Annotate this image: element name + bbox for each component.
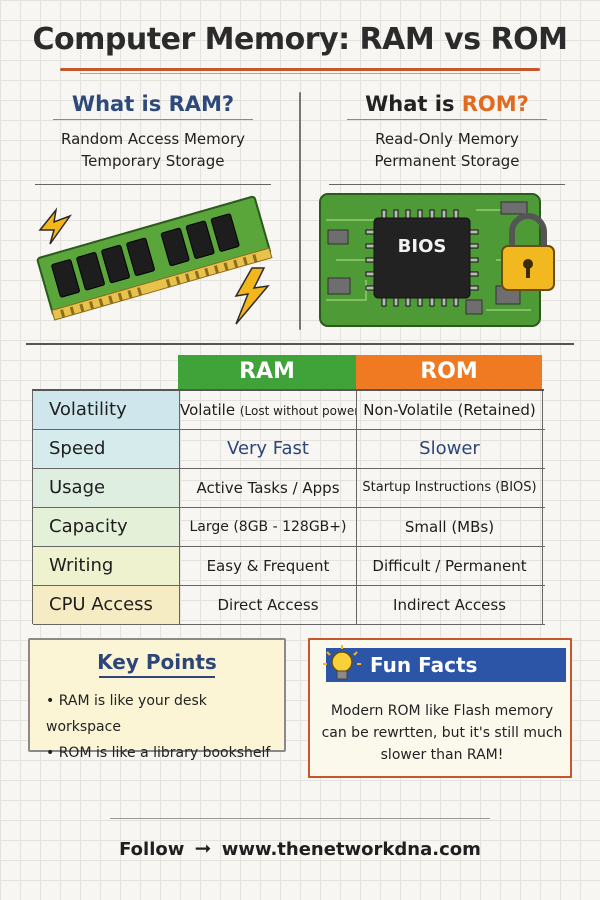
bios-chip-label: BIOS <box>398 236 447 257</box>
table-row: Capacity Large (8GB - 128GB+) Small (MBs… <box>33 508 545 547</box>
ram-rule <box>35 184 271 185</box>
lightning-icon <box>38 207 73 245</box>
table-body: Volatility Volatile (Lost without power)… <box>32 389 545 625</box>
arrow-right-icon: ➞ <box>194 836 212 860</box>
table-row: CPU Access Direct Access Indirect Access <box>33 586 545 625</box>
rom-heading: What is ROM? <box>312 92 582 116</box>
table-header-ram: RAM <box>178 355 356 389</box>
row-rom-value: Slower <box>357 430 543 468</box>
row-label: Writing <box>33 547 179 585</box>
row-label: Volatility <box>33 391 179 429</box>
row-rom-value: Small (MBs) <box>357 508 543 546</box>
rom-heading-prefix: What is <box>365 92 462 116</box>
table-row: Writing Easy & Frequent Difficult / Perm… <box>33 547 545 586</box>
rom-intro: What is ROM? Read-Only Memory Permanent … <box>312 92 582 185</box>
row-rom-value: Indirect Access <box>357 586 543 624</box>
ram-intro: What is RAM? Random Access Memory Tempor… <box>18 92 288 185</box>
title-underline-thin <box>80 73 520 74</box>
ram-heading-underline <box>53 119 253 120</box>
ram-stick-illustration <box>36 195 273 325</box>
table-row: Speed Very Fast Slower <box>33 430 545 469</box>
row-ram-value: Large (8GB - 128GB+) <box>179 508 357 546</box>
padlock-icon <box>501 213 555 291</box>
key-points-box: Key Points • RAM is like your desk works… <box>28 638 286 761</box>
key-point-item: • RAM is like your desk workspace <box>46 693 207 735</box>
section-divider-horizontal <box>26 343 574 345</box>
row-ram-value: Very Fast <box>179 430 357 468</box>
table-row: Volatility Volatile (Lost without power)… <box>33 391 545 430</box>
title-underline <box>60 68 540 71</box>
rom-line1: Read-Only Memory <box>375 130 519 148</box>
row-rom-value: Startup Instructions (BIOS) <box>357 469 543 507</box>
footer-link[interactable]: www.thenetworkdna.com <box>221 839 481 860</box>
page-title: Computer Memory: RAM vs ROM <box>32 22 568 57</box>
rom-rule <box>329 184 565 185</box>
row-ram-value: Easy & Frequent <box>179 547 357 585</box>
rom-heading-highlight: ROM? <box>461 92 529 116</box>
ram-value-note: (Lost without power) <box>239 404 357 418</box>
ram-line2: Temporary Storage <box>81 152 225 170</box>
row-label: Usage <box>33 469 179 507</box>
rom-chip-illustration: BIOS <box>319 193 555 327</box>
table-header-rom: ROM <box>356 355 542 389</box>
ram-line1: Random Access Memory <box>61 130 245 148</box>
row-ram-value: Direct Access <box>179 586 357 624</box>
key-points-underline <box>99 676 215 678</box>
ram-heading: What is RAM? <box>71 92 235 116</box>
footer: Follow ➞ www.thenetworkdna.com <box>0 836 600 860</box>
row-label: CPU Access <box>33 586 179 624</box>
bios-chip <box>365 209 479 307</box>
row-label: Speed <box>33 430 179 468</box>
lightning-icon-2 <box>234 267 270 325</box>
row-rom-value: Difficult / Permanent <box>357 547 543 585</box>
follow-label: Follow <box>119 839 185 860</box>
row-ram-value: Volatile (Lost without power) <box>179 391 357 429</box>
ram-value-text: Volatile <box>180 401 236 419</box>
row-ram-value: Active Tasks / Apps <box>179 469 357 507</box>
key-points-heading: Key Points <box>97 650 217 674</box>
rom-line2: Permanent Storage <box>374 152 520 170</box>
key-point-item: • ROM is like a library bookshelf <box>46 745 271 761</box>
row-rom-value: Non-Volatile (Retained) <box>357 391 543 429</box>
table-row: Usage Active Tasks / Apps Startup Instru… <box>33 469 545 508</box>
footer-divider <box>110 818 490 819</box>
section-divider-vertical <box>299 92 301 330</box>
rom-heading-underline <box>347 119 547 120</box>
fun-facts-box: Fun Facts Modern ROM like Flash memory c… <box>308 638 572 778</box>
lightbulb-icon <box>323 645 361 680</box>
fun-facts-heading: Fun Facts <box>326 648 566 682</box>
fun-facts-text: Modern ROM like Flash memory can be rewr… <box>321 703 563 763</box>
row-label: Capacity <box>33 508 179 546</box>
